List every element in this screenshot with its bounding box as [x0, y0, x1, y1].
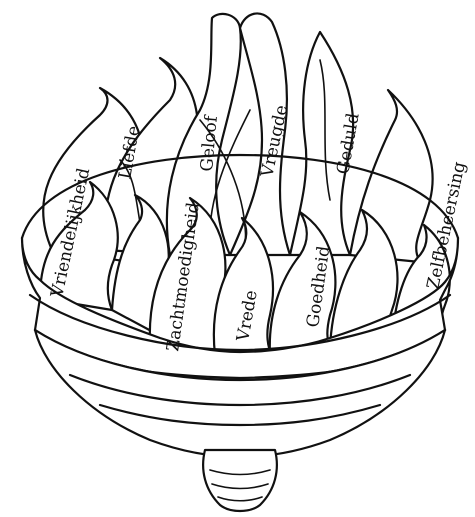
illustration: Vriendelijkheid Liefde Geloof Vreugde Ge… [0, 0, 475, 517]
flame-bowl-drawing: Vriendelijkheid Liefde Geloof Vreugde Ge… [0, 0, 475, 517]
